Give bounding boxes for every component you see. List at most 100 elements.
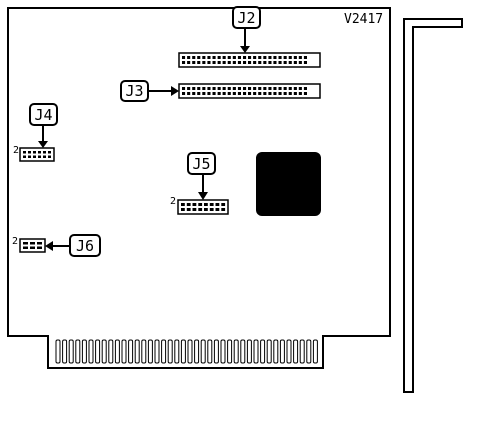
header-pin xyxy=(237,56,241,59)
edge-finger xyxy=(114,339,120,364)
j5-arrow xyxy=(198,192,208,200)
header-pin xyxy=(209,203,214,206)
header-pin xyxy=(182,92,186,95)
header-pin xyxy=(181,203,185,206)
header-pin xyxy=(283,61,287,64)
header-pin xyxy=(30,242,35,245)
edge-finger xyxy=(134,339,140,364)
header-pin xyxy=(227,61,231,64)
header-pin xyxy=(222,92,226,95)
header-pin xyxy=(273,61,277,64)
header-pin xyxy=(182,61,186,64)
edge-finger xyxy=(108,339,114,364)
header-pin xyxy=(33,155,36,158)
edge-finger xyxy=(128,339,134,364)
header-pin xyxy=(248,87,252,90)
header-pin xyxy=(258,56,262,59)
header-pin xyxy=(227,92,231,95)
edge-finger xyxy=(220,339,226,364)
header-pin xyxy=(181,208,185,211)
header-pin xyxy=(198,203,203,206)
header-pin xyxy=(298,87,302,90)
header-pin xyxy=(232,92,236,95)
edge-finger xyxy=(75,339,81,364)
header-pin xyxy=(48,151,51,154)
header-pin xyxy=(212,92,216,95)
j4-header-pins xyxy=(23,151,51,158)
j3-callout-label: J3 xyxy=(125,82,143,100)
header-pin xyxy=(258,87,262,90)
header-pin xyxy=(43,151,46,154)
edge-finger xyxy=(62,339,68,364)
j2-header-pins xyxy=(182,56,307,64)
header-pin xyxy=(293,61,297,64)
header-pin xyxy=(48,155,51,158)
header-pin xyxy=(221,203,226,206)
j6-arrow xyxy=(45,241,53,251)
header-pin xyxy=(207,92,211,95)
header-pin xyxy=(273,56,277,59)
header-pin xyxy=(204,208,208,211)
header-pin xyxy=(23,242,28,245)
edge-finger xyxy=(200,339,206,364)
edge-finger xyxy=(194,339,200,364)
header-pin xyxy=(283,92,287,95)
header-pin xyxy=(278,56,282,59)
header-pin xyxy=(288,87,292,90)
j5-header xyxy=(177,199,229,215)
edge-finger xyxy=(141,339,147,364)
edge-finger xyxy=(299,339,305,364)
header-pin xyxy=(202,92,206,95)
j4-callout-label: J4 xyxy=(34,106,52,124)
header-pin xyxy=(202,56,206,59)
edge-finger xyxy=(154,339,160,364)
header-pin xyxy=(43,155,46,158)
header-pin xyxy=(23,155,26,158)
header-pin xyxy=(278,92,282,95)
j3-arrow xyxy=(171,86,179,96)
header-pin xyxy=(248,56,252,59)
header-pin xyxy=(273,92,277,95)
edge-finger xyxy=(306,339,312,364)
header-pin xyxy=(215,203,220,206)
edge-finger xyxy=(233,339,239,364)
header-pin xyxy=(186,208,191,211)
header-pin xyxy=(217,92,221,95)
header-pin xyxy=(303,92,307,95)
edge-finger xyxy=(81,339,87,364)
header-pin xyxy=(243,92,247,95)
edge-finger xyxy=(95,339,101,364)
header-pin xyxy=(182,56,186,59)
header-pin xyxy=(258,61,262,64)
j3-callout-box xyxy=(120,80,149,102)
header-pin xyxy=(187,92,191,95)
edge-finger xyxy=(273,339,279,364)
edge-finger xyxy=(68,339,74,364)
header-pin xyxy=(303,56,307,59)
header-pin xyxy=(186,203,191,206)
header-pin xyxy=(38,155,41,158)
header-pin xyxy=(268,92,272,95)
header-pin xyxy=(28,155,31,158)
header-pin xyxy=(243,61,247,64)
header-pin xyxy=(30,246,35,249)
header-pin xyxy=(263,56,267,59)
edge-finger xyxy=(312,339,318,364)
header-pin xyxy=(202,61,206,64)
header-pin xyxy=(248,61,252,64)
header-pin xyxy=(253,87,257,90)
header-pin xyxy=(217,56,221,59)
header-pin xyxy=(268,61,272,64)
header-pin xyxy=(37,242,42,245)
edge-finger xyxy=(286,339,292,364)
header-pin xyxy=(192,61,196,64)
header-pin xyxy=(288,92,292,95)
j5-callout-box xyxy=(187,152,216,175)
header-pin xyxy=(232,56,236,59)
header-pin xyxy=(258,92,262,95)
header-pin xyxy=(222,61,226,64)
header-pin xyxy=(253,61,257,64)
j5-callout-label: J5 xyxy=(192,155,210,173)
header-pin xyxy=(227,56,231,59)
